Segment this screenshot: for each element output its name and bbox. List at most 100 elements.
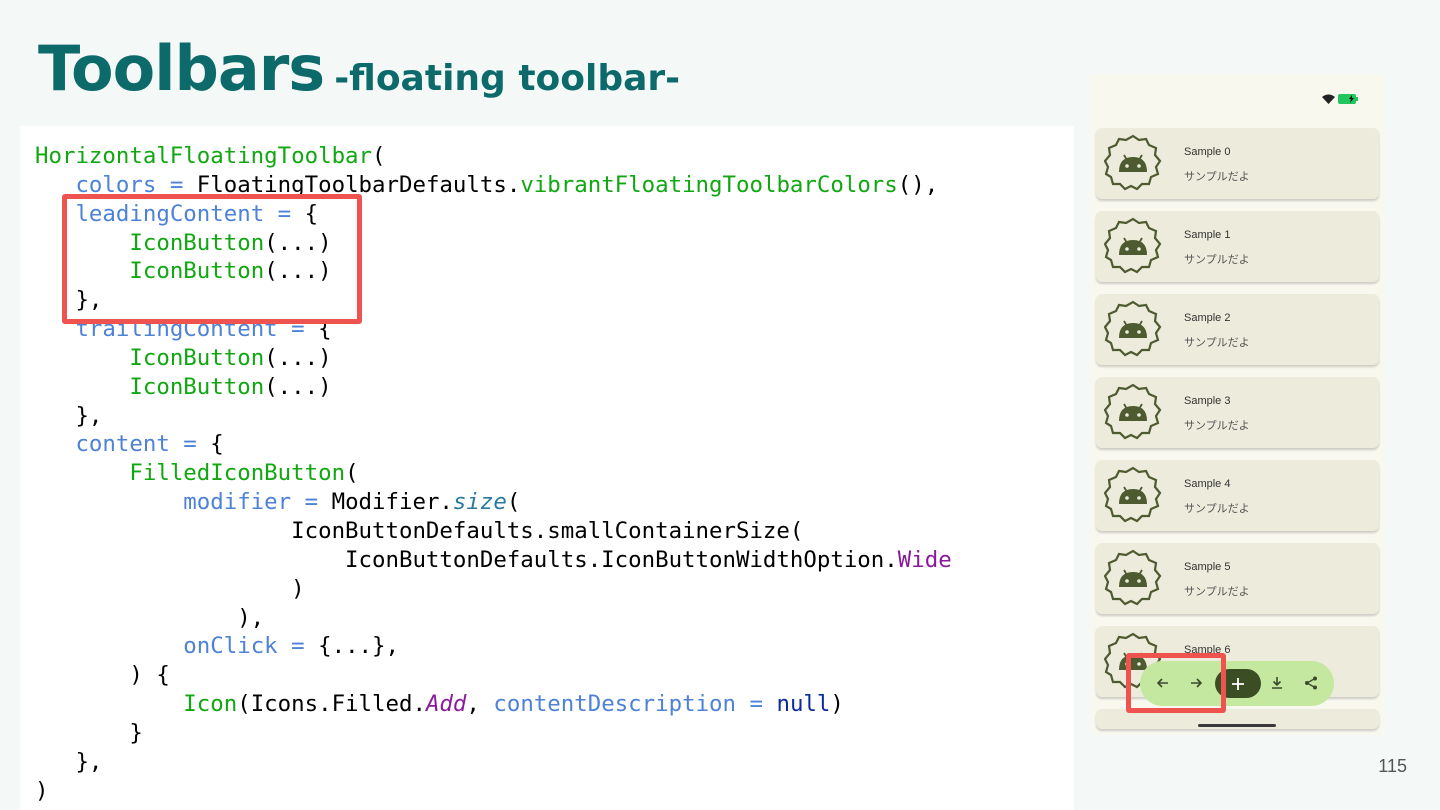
code-line: FilledIconButton( [35, 459, 952, 488]
code-line: Icon(Icons.Filled.Add, contentDescriptio… [35, 690, 952, 719]
code-token: Wide [897, 546, 952, 573]
share-button[interactable] [1297, 669, 1325, 697]
forward-button[interactable] [1182, 669, 1210, 697]
code-token: IconButton [129, 229, 265, 256]
list-item-subtitle: サンプルだよ [1184, 502, 1250, 515]
code-token: (...) [264, 373, 332, 400]
android-avatar-icon [1104, 383, 1162, 440]
battery-icon [1338, 94, 1358, 104]
code-token: ), [35, 604, 265, 631]
download-icon [1272, 677, 1282, 689]
code-token: HorizontalFloatingToolbar [35, 143, 373, 169]
code-token: vibrantFloatingToolbarColors [520, 171, 898, 198]
code-token: null [776, 691, 831, 718]
code-line: onClick = {...}, [35, 632, 952, 661]
code-token: IconButtonDefaults.IconButtonWidthOption… [35, 546, 898, 573]
wifi-icon [1322, 94, 1335, 104]
android-avatar-icon [1104, 549, 1162, 606]
slide-title: Toolbars-floating toolbar- [38, 32, 680, 105]
list-item-subtitle: サンプルだよ [1184, 419, 1250, 432]
code-token: ) { [35, 662, 170, 689]
list-item-subtitle: サンプルだよ [1184, 170, 1250, 183]
code-token [35, 345, 129, 371]
code-token: content = [75, 431, 211, 458]
code-token: IconButton [129, 344, 265, 371]
list-item[interactable]: Sample 3 サンプルだよ [1096, 377, 1379, 448]
code-token [35, 633, 183, 659]
list-item-subtitle: サンプルだよ [1184, 585, 1250, 598]
code-token: ( [506, 489, 521, 516]
list-item-partial [1096, 709, 1379, 729]
code-token: Icon [183, 691, 238, 718]
code-line: }, [35, 748, 952, 777]
code-line: ) [35, 777, 952, 806]
code-line: } [35, 719, 952, 748]
code-token [35, 691, 183, 717]
gesture-handle[interactable] [1198, 724, 1276, 727]
list-item[interactable]: Sample 0 サンプルだよ [1096, 128, 1379, 199]
code-token: (), [897, 171, 939, 198]
code-token: ) [35, 575, 305, 602]
code-token: (...) [264, 258, 332, 285]
code-token: ) [35, 777, 49, 804]
list-item-title: Sample 0 [1184, 146, 1231, 158]
page-number: 115 [1378, 756, 1407, 776]
list-item[interactable]: Sample 4 サンプルだよ [1096, 460, 1379, 531]
code-token: (Icons.Filled. [237, 691, 426, 718]
add-icon [1232, 677, 1244, 690]
code-token: size [452, 489, 507, 516]
code-line: ) [35, 575, 952, 604]
download-button[interactable] [1263, 669, 1291, 697]
code-token [35, 431, 75, 457]
arrow-forward-icon [1191, 678, 1203, 688]
code-line: IconButton(...) [35, 257, 952, 286]
arrow-back-icon [1156, 678, 1168, 688]
code-line: }, [35, 402, 952, 431]
android-avatar-icon [1104, 466, 1162, 523]
code-line: colors = FloatingToolbarDefaults.vibrant… [35, 171, 952, 200]
back-button[interactable] [1149, 669, 1177, 697]
code-token: IconButtonDefaults.smallContainerSize( [35, 517, 804, 544]
code-line: ) { [35, 661, 952, 690]
code-token: } [35, 719, 143, 746]
code-line: IconButton(...) [35, 344, 952, 373]
list-item-title: Sample 1 [1184, 229, 1231, 241]
code-token: { [304, 200, 319, 227]
slide-subtitle: -floating toolbar- [334, 58, 681, 99]
code-token: ( [372, 143, 386, 169]
code-token: }, [35, 402, 103, 429]
code-token [35, 374, 129, 400]
code-line: IconButtonDefaults.IconButtonWidthOption… [35, 546, 952, 575]
code-line: HorizontalFloatingToolbar( [35, 142, 952, 171]
code-token [35, 489, 183, 515]
list-item[interactable]: Sample 5 サンプルだよ [1096, 543, 1379, 614]
leading-content-highlight [62, 194, 362, 324]
code-token: }, [35, 287, 103, 314]
android-avatar-icon [1104, 134, 1162, 191]
code-panel: HorizontalFloatingToolbar( colors = Floa… [20, 126, 1074, 810]
code-line: content = { [35, 430, 952, 459]
code-token: Add [425, 691, 467, 718]
list-item-title: Sample 3 [1184, 395, 1231, 407]
status-bar [1322, 92, 1360, 106]
list-item-title: Sample 4 [1184, 478, 1231, 490]
android-avatar-icon [1104, 217, 1162, 274]
toolbar-leading-highlight [1126, 653, 1226, 713]
code-token [35, 460, 129, 486]
code-token: ( [345, 460, 359, 487]
code-token: (...) [264, 344, 332, 371]
list-item-title: Sample 5 [1184, 561, 1231, 573]
code-line: leadingContent = { [35, 200, 952, 229]
code-line: IconButtonDefaults.smallContainerSize( [35, 517, 952, 546]
code-token: IconButton [129, 373, 265, 400]
code-token: {...}, [318, 633, 399, 660]
code-token: }, [35, 748, 103, 775]
code-token: FilledIconButton [129, 460, 346, 487]
code-token: , [466, 691, 494, 718]
code-token: FloatingToolbarDefaults. [196, 171, 521, 198]
code-line: IconButton(...) [35, 373, 952, 402]
code-line: modifier = Modifier.size( [35, 488, 952, 517]
